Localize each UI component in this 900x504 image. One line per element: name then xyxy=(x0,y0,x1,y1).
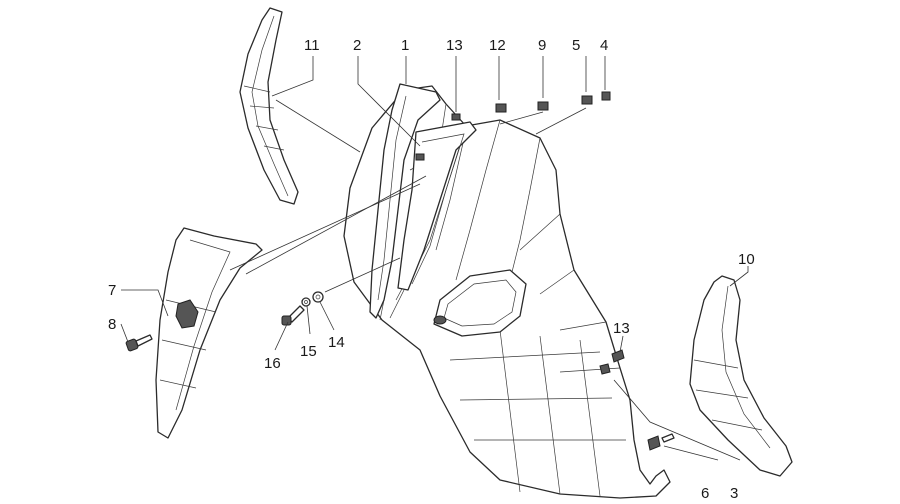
fasteners-top xyxy=(415,91,611,161)
callout-7: 7 xyxy=(108,282,116,299)
callout-13-top: 13 xyxy=(446,37,463,54)
callout-9: 9 xyxy=(538,37,546,54)
callout-10: 10 xyxy=(738,251,755,268)
callout-16: 16 xyxy=(264,355,281,372)
part-7-left-side-panel xyxy=(155,227,263,439)
parts-14-15-16-fasteners xyxy=(281,291,324,326)
callout-11: 11 xyxy=(304,37,320,54)
parts-6-13-lower-fasteners xyxy=(599,349,675,451)
part-10-right-side-panel xyxy=(689,275,793,477)
part-8-bolt xyxy=(125,334,153,352)
callout-labels: 11 2 1 13 12 9 5 4 10 7 8 13 16 15 14 6 … xyxy=(108,37,755,502)
callout-14: 14 xyxy=(328,334,345,351)
callout-5: 5 xyxy=(572,37,580,54)
callout-12: 12 xyxy=(489,37,506,54)
callout-2: 2 xyxy=(353,37,361,54)
callout-6: 6 xyxy=(701,485,709,502)
callout-15: 15 xyxy=(300,343,317,360)
callout-8: 8 xyxy=(108,316,116,333)
part-7-bracket xyxy=(175,299,199,329)
part-11-trim-strip xyxy=(239,7,299,205)
callout-4: 4 xyxy=(600,37,608,54)
leader-lines xyxy=(120,56,749,461)
callout-1: 1 xyxy=(401,37,409,54)
part-2-inner-panel xyxy=(397,121,477,291)
callout-3: 3 xyxy=(730,485,738,502)
callout-13-mid: 13 xyxy=(613,320,630,337)
